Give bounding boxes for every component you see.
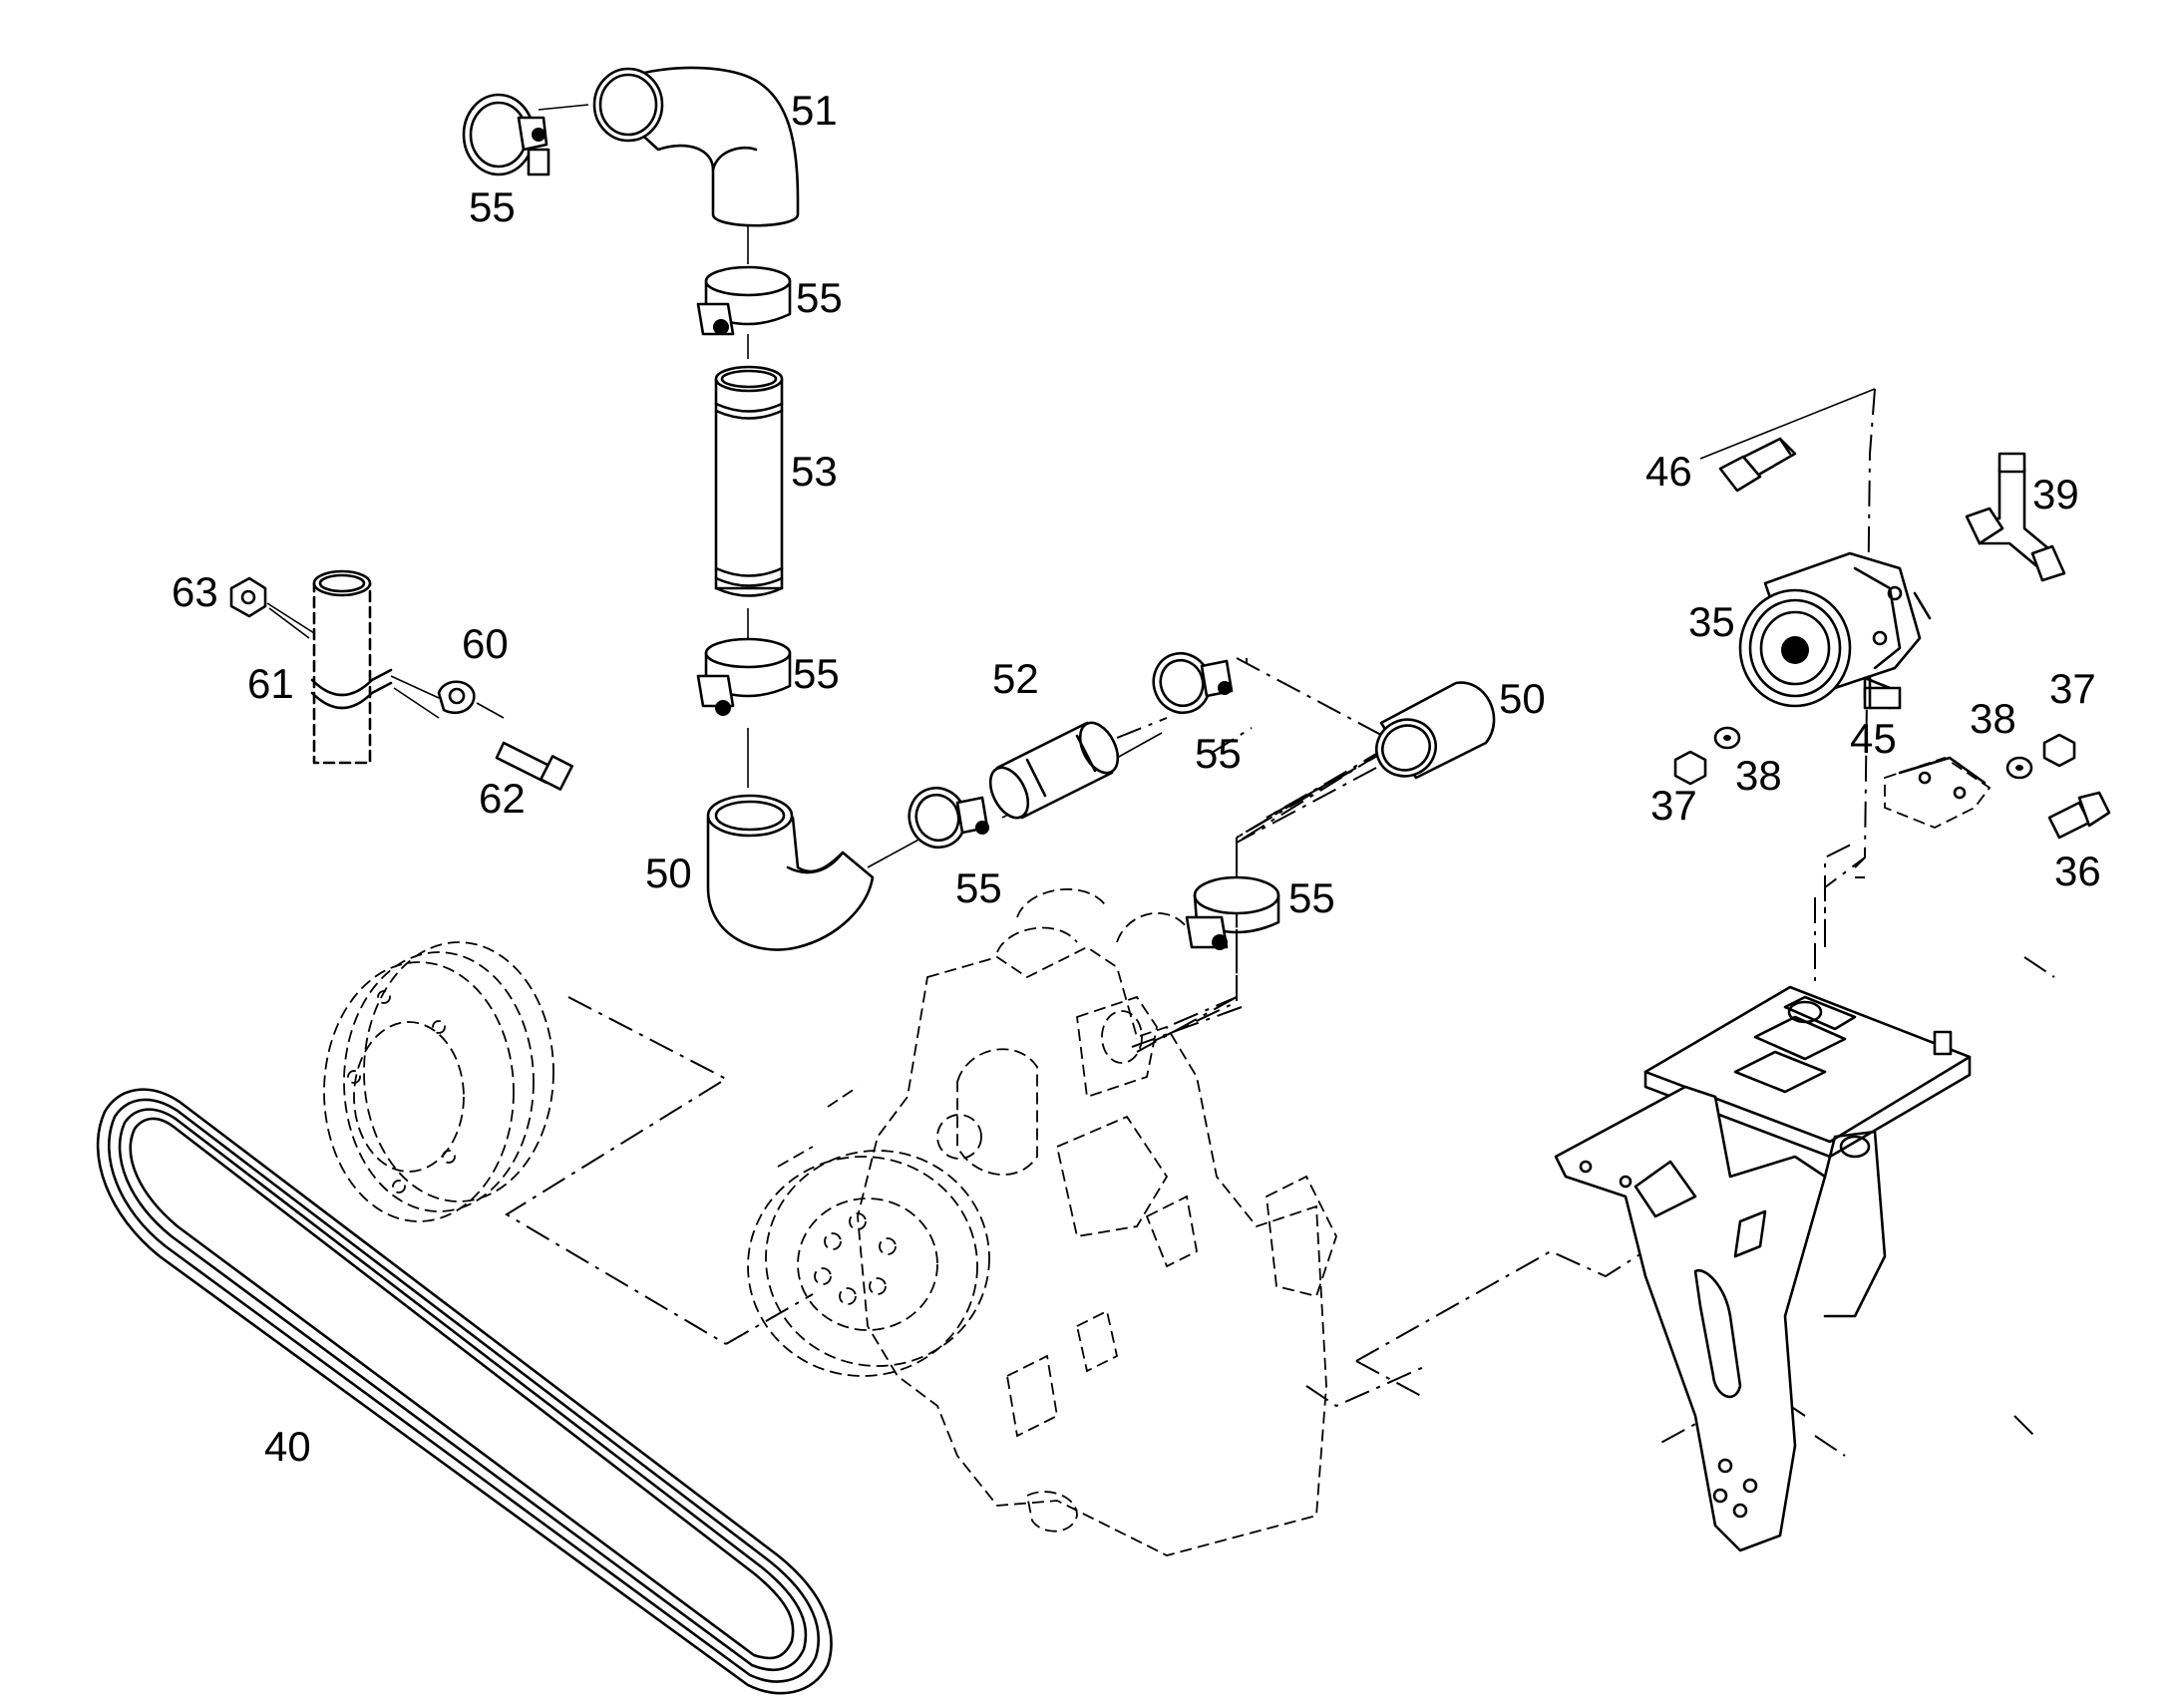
part-50-short-sleeve — [1375, 681, 1496, 780]
part-40-v-belt — [96, 1088, 833, 1695]
part-37-nut-right — [2042, 733, 2076, 768]
part-46-bolt — [1718, 437, 1797, 493]
callout-50: 50 — [1499, 675, 1546, 722]
callout-55: 55 — [1288, 874, 1335, 921]
crank-pulley — [323, 941, 554, 1222]
callout-38: 38 — [1970, 695, 2016, 742]
callout-52: 52 — [992, 655, 1039, 702]
part-50-lower-elbow-hose — [706, 794, 875, 951]
part-39-fitting — [1965, 452, 2066, 582]
part-60-clip — [437, 680, 476, 715]
callout-55: 55 — [469, 183, 516, 230]
part-55-hose-clamp-2 — [696, 265, 792, 336]
part-35-compressor — [1738, 551, 1932, 710]
part-55-hose-clamp-4 — [908, 786, 989, 850]
callout-55: 55 — [1195, 730, 1242, 777]
callout-39: 39 — [2032, 471, 2079, 517]
support-bracket — [1884, 756, 1992, 829]
part-38-washer-left — [1713, 726, 1741, 750]
callout-55: 55 — [796, 274, 843, 321]
callout-62: 62 — [479, 775, 526, 822]
part-55-hose-clamp-1 — [462, 93, 550, 176]
part-61-pipe-with-clamp — [310, 569, 393, 765]
callout-55: 55 — [955, 864, 1002, 911]
callout-63: 63 — [172, 568, 218, 615]
callout-35: 35 — [1688, 598, 1735, 645]
mounting-bracket — [1554, 985, 1972, 1552]
callout-60: 60 — [462, 620, 509, 667]
assembly-center-lines — [268, 104, 2055, 1457]
callout-40: 40 — [264, 1423, 311, 1470]
part-51-upper-elbow-hose — [592, 66, 800, 227]
callout-37: 37 — [1650, 782, 1697, 829]
callout-36: 36 — [2054, 848, 2101, 894]
part-36-bolt — [2047, 791, 2111, 840]
part-45-clip — [1863, 676, 1902, 710]
part-55-hose-clamp-6 — [1185, 875, 1280, 950]
part-62-screw — [495, 741, 574, 791]
callout-51: 51 — [791, 87, 838, 134]
callout-61: 61 — [247, 660, 294, 707]
part-37-nut-left — [1673, 750, 1707, 786]
callout-45: 45 — [1850, 715, 1897, 762]
callout-38: 38 — [1735, 752, 1782, 799]
part-53-straight-pipe — [714, 365, 784, 597]
part-55-hose-clamp-5 — [1152, 651, 1234, 715]
callout-37: 37 — [2049, 665, 2096, 712]
part-38-washer-right — [2005, 756, 2033, 780]
callout-55: 55 — [793, 650, 840, 697]
callout-46: 46 — [1645, 448, 1692, 495]
part-52-coupling-sleeve — [988, 721, 1120, 820]
engine-block-phantom — [747, 887, 1337, 1556]
part-63-nut — [229, 576, 267, 618]
callout-labels: 51 55 55 53 55 52 55 50 50 55 55 63 60 6… — [172, 87, 2101, 1470]
part-55-hose-clamp-3 — [696, 637, 792, 716]
callout-53: 53 — [791, 448, 838, 495]
bracket-leader-lines — [266, 602, 505, 719]
callout-50: 50 — [645, 850, 692, 896]
